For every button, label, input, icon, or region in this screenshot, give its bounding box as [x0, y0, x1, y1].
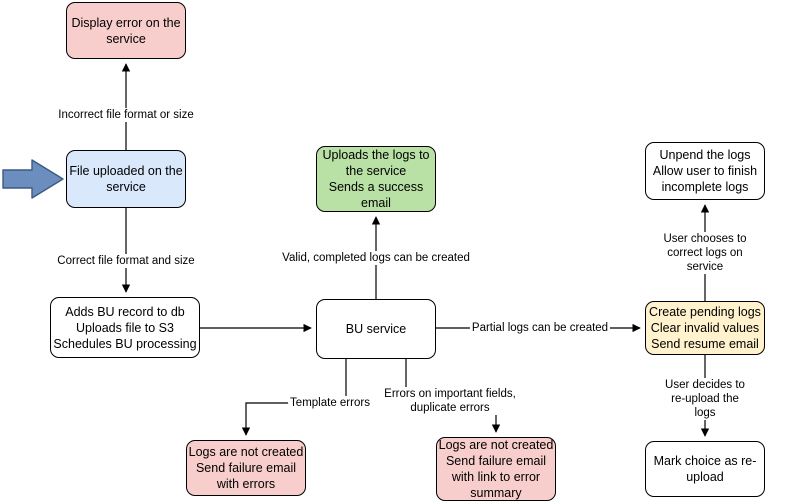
edge-label-errors-important-fields: Errors on important fields, duplicate er… — [382, 387, 518, 415]
edge-label-user-corrects: User chooses to correct logs on service — [657, 232, 753, 274]
node-label: File uploaded on the service — [69, 164, 183, 194]
node-label: Unpend the logs Allow user to finish inc… — [652, 148, 758, 194]
node-logs-not-created-summary[interactable]: Logs are not created Send failure email … — [436, 437, 556, 501]
node-adds-bu-record[interactable]: Adds BU record to db Uploads file to S3 … — [50, 297, 200, 358]
edge-label-incorrect-format: Incorrect file format or size — [56, 108, 196, 122]
node-uploads-logs[interactable]: Uploads the logs to the service Sends a … — [316, 146, 436, 212]
node-label: Logs are not created Send failure email … — [188, 445, 304, 491]
node-unpend-logs[interactable]: Unpend the logs Allow user to finish inc… — [645, 142, 765, 200]
node-logs-not-created-errors[interactable]: Logs are not created Send failure email … — [186, 440, 306, 496]
edge-label-partial-logs: Partial logs can be created — [469, 321, 611, 335]
node-display-error[interactable]: Display error on the service — [66, 2, 186, 59]
node-bu-service[interactable]: BU service — [316, 299, 436, 359]
node-label: Mark choice as re- upload — [653, 454, 757, 484]
node-label: Create pending logs Clear invalid values… — [649, 305, 761, 351]
edge-label-user-reupload: User decides to re-upload the logs — [657, 378, 753, 420]
node-label: Uploads the logs to the service Sends a … — [322, 148, 430, 210]
node-mark-reupload[interactable]: Mark choice as re- upload — [645, 441, 765, 497]
node-create-pending-logs[interactable]: Create pending logs Clear invalid values… — [645, 301, 765, 355]
entry-arrow-icon — [2, 159, 64, 199]
node-label: Logs are not created Send failure email … — [438, 438, 554, 500]
node-label: BU service — [345, 322, 407, 336]
node-label: Adds BU record to db Uploads file to S3 … — [53, 304, 197, 351]
edge-label-correct-format: Correct file format and size — [55, 254, 197, 268]
edge-label-template-errors: Template errors — [288, 396, 372, 410]
edge-label-valid-completed: Valid, completed logs can be created — [280, 251, 472, 265]
node-file-uploaded[interactable]: File uploaded on the service — [66, 150, 186, 208]
node-label: Display error on the service — [71, 15, 181, 46]
